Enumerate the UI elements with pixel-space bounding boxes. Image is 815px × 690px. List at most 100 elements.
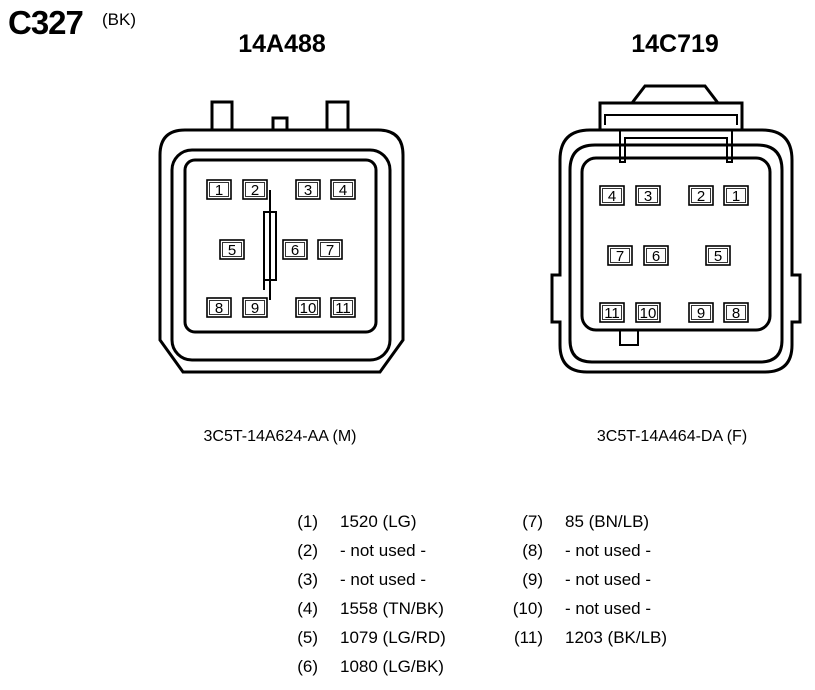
pin-5: 5 <box>705 245 731 266</box>
pin-2: 2 <box>688 185 714 206</box>
connector-id: C327 <box>8 4 84 41</box>
pin-label: 10 <box>640 305 657 322</box>
connector-color: (BK) <box>102 10 136 29</box>
pin-label: 9 <box>251 300 259 317</box>
pin-6: 6 <box>643 245 669 266</box>
legend-pin: (11) <box>514 628 543 647</box>
left-part-number: 3C5T-14A624-AA (M) <box>203 428 357 445</box>
pin-box-inner <box>726 188 746 203</box>
pin-box-inner <box>209 300 229 315</box>
pin-label: 8 <box>732 305 740 322</box>
pin-1: 1 <box>206 179 232 200</box>
pin-10: 10 <box>295 297 321 318</box>
right-part-number: 3C5T-14A464-DA (F) <box>596 428 748 445</box>
pin-box-inner <box>245 182 265 197</box>
pin-label: 10 <box>300 300 317 317</box>
pin-box <box>206 179 232 200</box>
pin-box-inner <box>726 305 746 320</box>
pin-box <box>599 302 625 323</box>
pin-box <box>242 179 268 200</box>
pin-7: 7 <box>607 245 633 266</box>
legend-circuit: 1203 (BK/LB) <box>565 628 668 647</box>
pin-label: 11 <box>335 300 351 317</box>
pin-11: 11 <box>599 302 625 323</box>
pin-label: 9 <box>697 305 705 322</box>
legend-pin: (3) <box>297 570 318 589</box>
pin-box <box>282 239 308 260</box>
pin-box-inner <box>610 248 630 263</box>
pin-box <box>635 302 661 323</box>
pin-8: 8 <box>723 302 749 323</box>
legend-pin: (2) <box>297 541 318 560</box>
pin-box <box>295 297 321 318</box>
pin-box <box>705 245 731 266</box>
pin-label: 2 <box>697 188 705 205</box>
pin-label: 1 <box>732 188 740 205</box>
pin-4: 4 <box>330 179 356 200</box>
pin-box-inner <box>602 188 622 203</box>
pin-box-inner <box>638 188 658 203</box>
legend-circuit: - not used - <box>565 541 651 560</box>
pin-box <box>295 179 321 200</box>
pin-box-inner <box>602 305 622 320</box>
legend-row: (6)1080 (LG/BK) <box>280 657 444 685</box>
pin-box <box>723 185 749 206</box>
legend-circuit: 1558 (TN/BK) <box>340 599 444 618</box>
pin-box-inner <box>245 300 265 315</box>
legend-pin: (7) <box>522 512 543 531</box>
pin-box <box>330 179 356 200</box>
left-connector-title: 14A488 <box>238 30 326 58</box>
legend-row: (7) 85 (BN/LB) <box>505 512 649 540</box>
pin-box-inner <box>298 300 318 315</box>
pin-box <box>206 297 232 318</box>
pin-label: 6 <box>291 242 299 259</box>
pin-label: 4 <box>339 182 347 199</box>
pin-box-inner <box>646 248 666 263</box>
legend-circuit: - not used - <box>340 541 426 560</box>
pin-box-inner <box>691 305 711 320</box>
left-connector-body <box>158 100 405 374</box>
pin-box-inner <box>320 242 340 257</box>
pin-label: 3 <box>304 182 312 199</box>
right-pin-grid: 4 3 2 1 7 6 5 11 10 9 8 <box>599 185 749 323</box>
right-connector-title: 14C719 <box>631 30 719 58</box>
legend-pin: (5) <box>297 628 318 647</box>
pin-box <box>643 245 669 266</box>
pin-box-inner <box>298 182 318 197</box>
legend-circuit: - not used - <box>565 570 651 589</box>
legend-pin: (6) <box>297 657 318 676</box>
legend-circuit: 1520 (LG) <box>340 512 417 531</box>
legend-row: (9) - not used - <box>505 570 651 598</box>
legend-circuit: 1079 (LG/RD) <box>340 628 446 647</box>
pin-label: 2 <box>251 182 259 199</box>
pin-4: 4 <box>599 185 625 206</box>
pin-10: 10 <box>635 302 661 323</box>
legend-circuit: 85 (BN/LB) <box>565 512 650 531</box>
pin-label: 5 <box>714 248 722 265</box>
pin-label: 8 <box>215 300 223 317</box>
legend-row: (8)- not used - <box>505 541 651 569</box>
pin-box <box>635 185 661 206</box>
pin-3: 3 <box>295 179 321 200</box>
pin-box <box>317 239 343 260</box>
pin-box <box>688 185 714 206</box>
pin-7: 7 <box>317 239 343 260</box>
legend-circuit: - not used - <box>565 599 651 618</box>
pin-2: 2 <box>242 179 268 200</box>
pin-label: 7 <box>616 248 624 265</box>
pin-label: 11 <box>604 305 620 322</box>
legend-row: (2) - not used - <box>280 541 426 569</box>
pin-9: 9 <box>688 302 714 323</box>
pin-box-inner <box>209 182 229 197</box>
pin-box-inner <box>333 182 353 197</box>
pin-label: 7 <box>326 242 334 259</box>
pin-box-inner <box>285 242 305 257</box>
pin-box-inner <box>708 248 728 263</box>
pin-11: 11 <box>330 297 356 318</box>
pin-box-inner <box>638 305 658 320</box>
pin-box <box>242 297 268 318</box>
pin-label: 3 <box>644 188 652 205</box>
legend-pin: (9) <box>522 570 543 589</box>
pin-8: 8 <box>206 297 232 318</box>
